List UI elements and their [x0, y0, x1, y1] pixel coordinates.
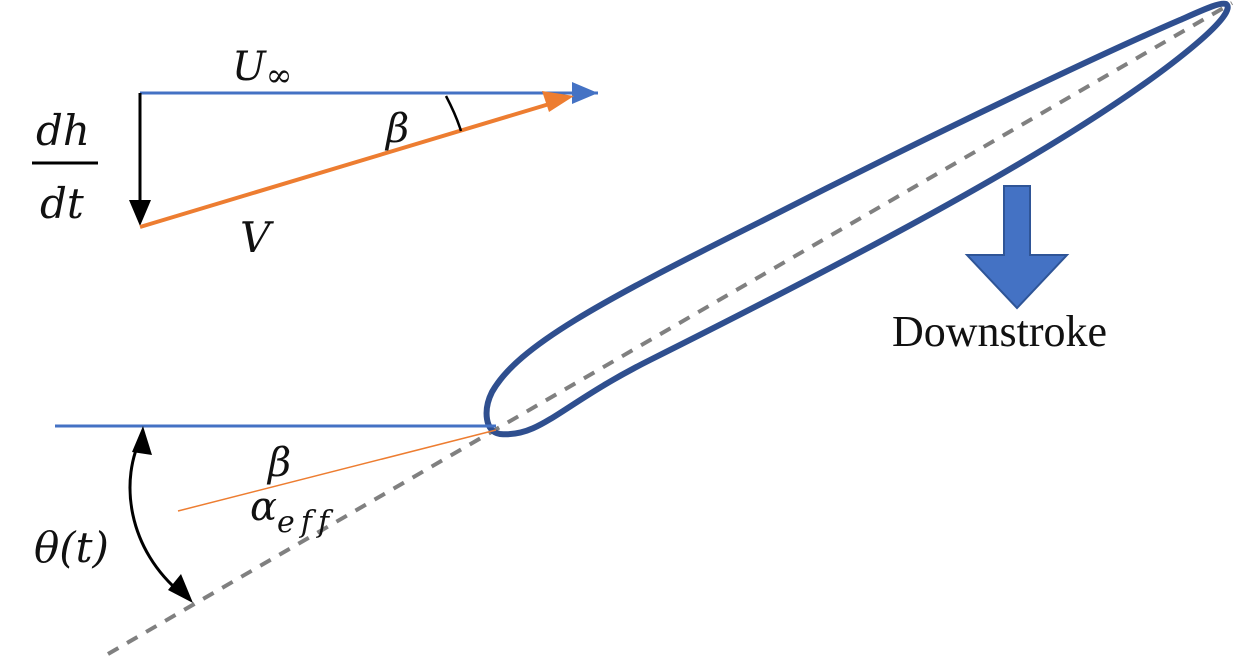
resultant-velocity-vector [139, 100, 557, 229]
dhdt-numerator: dh [36, 106, 90, 155]
chord-line [106, 1, 1234, 656]
effective-velocity-line [177, 429, 497, 512]
alpha-eff-label: αeff [250, 484, 335, 540]
dhdt-arrowhead [129, 200, 151, 226]
v-label: V [240, 213, 274, 262]
u-inf-label: U∞ [232, 44, 292, 94]
alpha-eff-symbol: α [250, 484, 277, 530]
u-inf-symbol: U [232, 44, 267, 90]
airfoil-outline [483, 0, 1231, 438]
theta-angle-arc [128, 433, 183, 596]
resultant-velocity-arrowhead [542, 91, 574, 112]
alpha-eff-subscript: eff [277, 505, 335, 540]
beta-label-airfoil: β [266, 440, 291, 486]
theta-arc-arrowhead-bottom [168, 574, 193, 603]
dhdt-denominator: dt [40, 179, 84, 228]
u-inf-arrowhead [572, 82, 598, 104]
downstroke-arrow [964, 185, 1070, 310]
beta-angle-arc-top [444, 95, 463, 132]
beta-label-top: β [384, 106, 409, 152]
theta-label: θ(t) [34, 523, 109, 572]
downstroke-label: Downstroke [892, 307, 1107, 356]
theta-arc-arrowhead-top [132, 426, 152, 455]
u-inf-subscript: ∞ [266, 56, 293, 94]
